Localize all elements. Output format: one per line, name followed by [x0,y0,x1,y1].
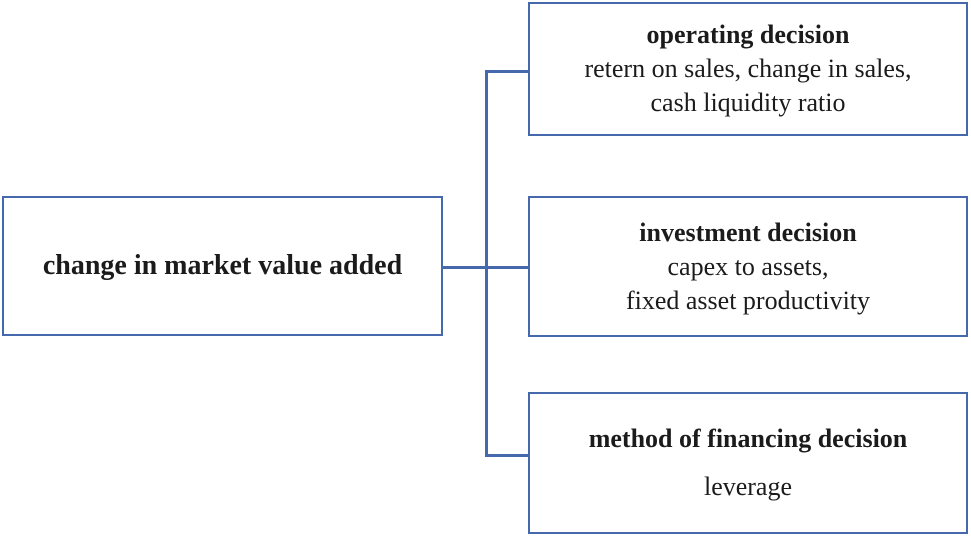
branch-node-financing-decision: method of financing decision leverage [528,392,968,534]
branch-title: operating decision [646,20,850,49]
branch-detail-line: fixed asset productivity [625,285,871,315]
branch-detail-line: capex to assets, [667,251,829,281]
branch-title: investment decision [639,217,857,247]
branch-detail-line: leverage [703,472,793,501]
connector-trunk [485,70,488,457]
branch-detail-line: cash liquidity ratio [650,88,846,117]
connector-branch-middle [443,266,528,269]
branch-detail-line: retern on sales, change in sales, [584,54,912,83]
branch-node-investment-decision: investment decision capex to assets, fix… [528,196,968,337]
connector-branch-top [487,70,528,73]
branch-title: method of financing decision [588,424,908,453]
connector-branch-bottom [487,454,528,457]
branch-node-operating-decision: operating decision retern on sales, chan… [528,2,968,136]
root-node: change in market value added [2,196,443,336]
root-node-label: change in market value added [42,250,403,281]
